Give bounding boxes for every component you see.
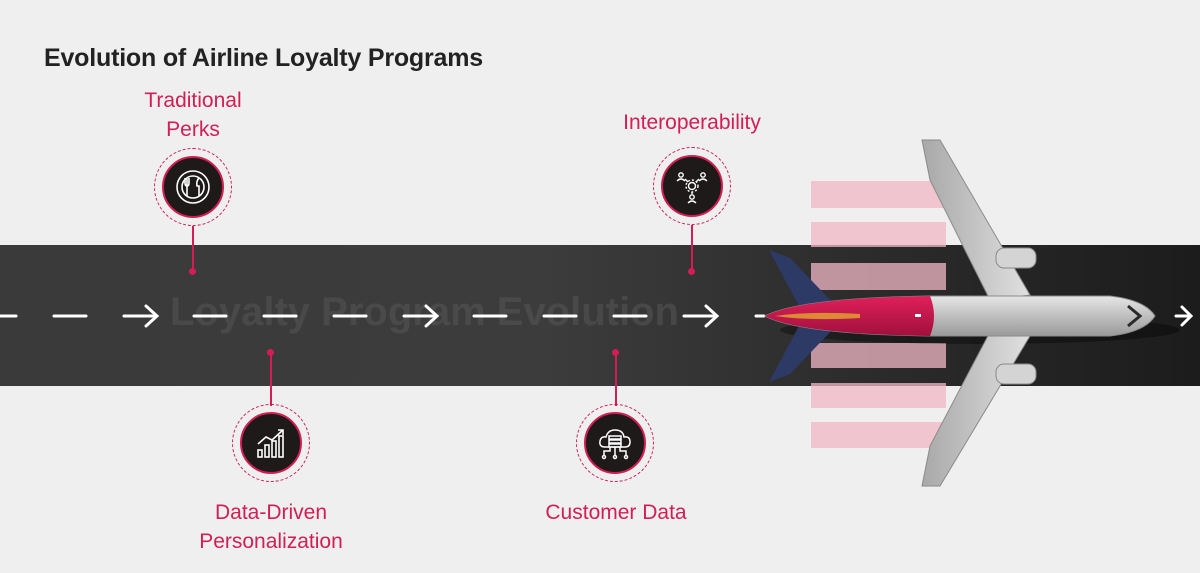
milestone-label-customer-data: Customer Data bbox=[545, 501, 687, 524]
milestone-label-interoperability: Interoperability bbox=[623, 111, 761, 134]
milestone-node-data-driven bbox=[232, 404, 310, 482]
dining-icon bbox=[176, 170, 210, 204]
connector-data-driven bbox=[270, 352, 272, 406]
milestone-label-traditional-perks: Traditional Perks bbox=[144, 89, 242, 141]
connector-interoperability bbox=[691, 225, 693, 272]
connector-dot-interoperability bbox=[688, 268, 695, 275]
cloud-database-icon bbox=[599, 429, 631, 460]
network-people-icon bbox=[676, 172, 708, 204]
connector-customer-data bbox=[615, 352, 617, 406]
milestone-node-traditional-perks bbox=[154, 148, 232, 226]
runway-watermark: Loyalty Program Evolution bbox=[170, 290, 679, 334]
growth-chart-icon bbox=[257, 429, 284, 458]
connector-traditional-perks bbox=[192, 226, 194, 272]
connector-dot-traditional-perks bbox=[189, 268, 196, 275]
page-title: Evolution of Airline Loyalty Programs bbox=[44, 44, 483, 72]
milestone-node-interoperability bbox=[653, 147, 731, 225]
milestone-label-data-driven: Data-Driven Personalization bbox=[199, 501, 343, 553]
milestone-node-customer-data bbox=[576, 404, 654, 482]
